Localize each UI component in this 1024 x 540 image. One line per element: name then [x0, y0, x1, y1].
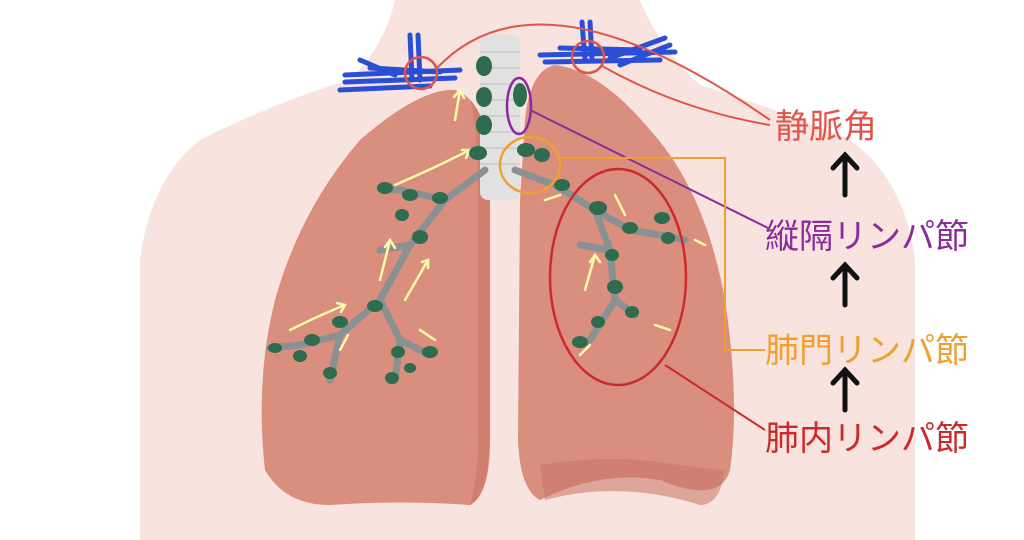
venous-angle-circle-right [570, 39, 606, 75]
venous-angle-leader [436, 23, 771, 121]
intrapulmonary-leader [664, 364, 766, 431]
mediastinal-leader [529, 109, 769, 229]
hilar-node-label: 肺門リンパ節 [765, 331, 969, 371]
up-arrow-icon [830, 366, 860, 413]
venous-angle-label: 静脈角 [775, 107, 877, 147]
lymph-nodes [268, 56, 675, 384]
right-lung-lower-lobe [540, 459, 725, 505]
hilar-leader [560, 157, 765, 351]
up-arrow-icon [830, 261, 860, 308]
right-lung [518, 65, 734, 500]
mediastinal-node-label: 縦隔リンパ節 [765, 217, 969, 257]
hilar-node-circle [498, 135, 562, 195]
venous-angle-circle-left [403, 55, 439, 91]
left-vein [337, 32, 463, 93]
left-lung [261, 89, 490, 505]
venous-angle-leader-right [601, 65, 771, 126]
left-lung-shade [470, 100, 490, 505]
intrapulmonary-node-circle [548, 167, 688, 387]
intrapulmonary-node-label: 肺内リンパ節 [765, 419, 969, 459]
mediastinal-node-circle [505, 76, 533, 136]
up-arrow-icon [830, 151, 860, 198]
lymph-flow-arrows [288, 87, 707, 357]
